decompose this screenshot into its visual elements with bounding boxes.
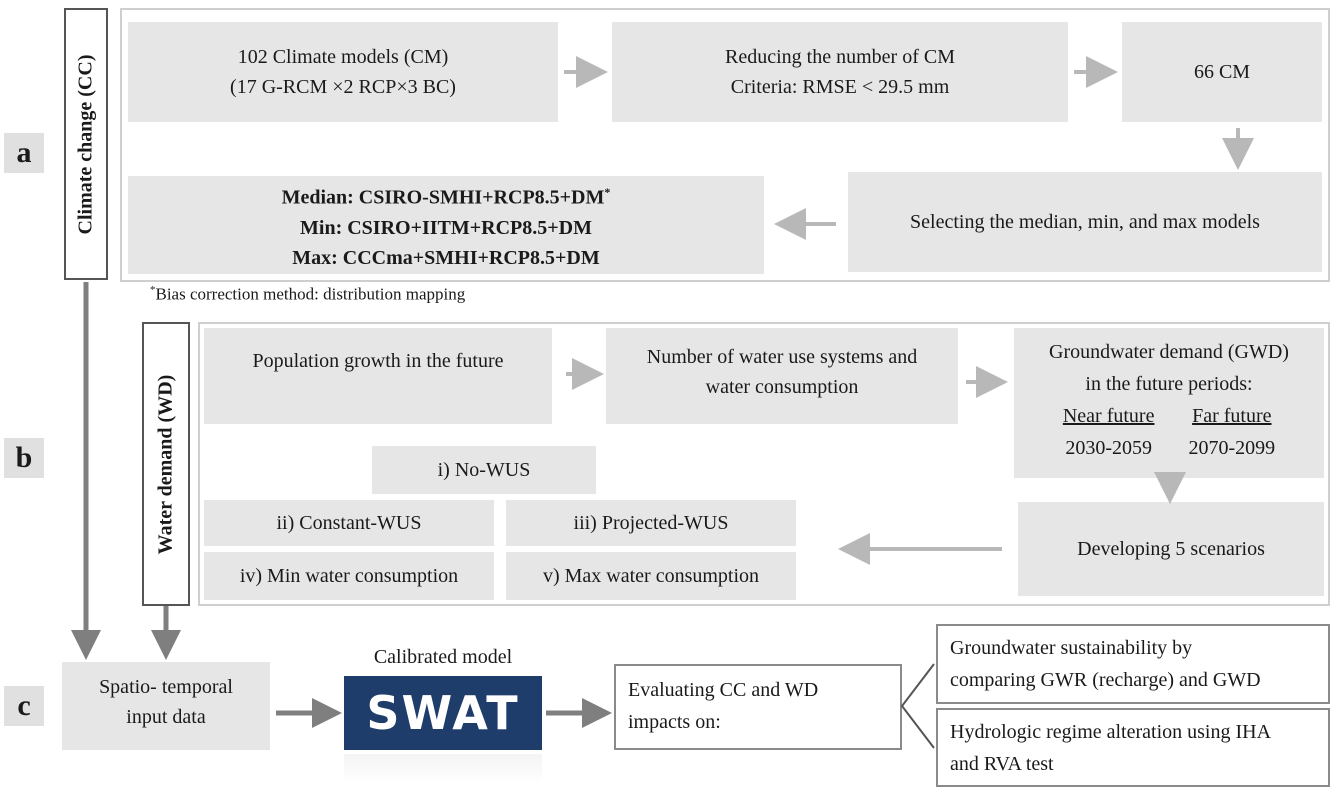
scenarios-box: Developing 5 scenarios	[1018, 502, 1324, 596]
water-use-box: Number of water use systems and water co…	[606, 328, 958, 424]
footnote: *Bias correction method: distribution ma…	[150, 284, 466, 304]
scenario-projected-wus: iii) Projected-WUS	[506, 500, 796, 546]
scenario-min-consumption: iv) Min water consumption	[204, 552, 494, 600]
section-letter-a: a	[4, 133, 44, 173]
swat-logo: SWAT	[344, 676, 542, 750]
reduce-cm-box: Reducing the number of CM Criteria: RMSE…	[612, 22, 1068, 122]
model-caption: Calibrated model	[373, 646, 513, 668]
bracket-to-outcomes	[900, 663, 935, 749]
climate-models-box: 102 Climate models (CM) (17 G-RCM ×2 RCP…	[128, 22, 558, 122]
population-box: Population growth in the future	[204, 328, 552, 424]
far-future-label: Far future	[1192, 405, 1272, 427]
scenario-max-consumption: v) Max water consumption	[506, 552, 796, 600]
section-letter-b: b	[4, 438, 44, 478]
input-data-box: Spatio- temporal input data	[62, 662, 270, 750]
selected-models-box: Median: CSIRO-SMHI+RCP8.5+DM* Min: CSIRO…	[128, 176, 764, 274]
select-models-box: Selecting the median, min, and max model…	[848, 172, 1322, 272]
far-future-years: 2070-2099	[1188, 437, 1276, 459]
scenario-constant-wus: ii) Constant-WUS	[204, 500, 494, 546]
section-letter-c: c	[4, 686, 44, 726]
climate-change-label: Climate change (CC)	[64, 8, 108, 280]
cm-count-box: 66 CM	[1122, 22, 1322, 122]
hydrologic-box: Hydrologic regime alteration using IHA a…	[936, 708, 1330, 787]
swat-logo-reflection	[344, 754, 542, 784]
evaluate-box: Evaluating CC and WD impacts on:	[614, 664, 902, 750]
near-future-label: Near future	[1062, 405, 1155, 427]
near-future-years: 2030-2059	[1065, 437, 1152, 459]
scenario-no-wus: i) No-WUS	[372, 446, 596, 494]
water-demand-label: Water demand (WD)	[142, 322, 190, 606]
groundwater-demand-box: Groundwater demand (GWD) in the future p…	[1014, 328, 1324, 478]
sustainability-box: Groundwater sustainability by comparing …	[936, 624, 1330, 704]
